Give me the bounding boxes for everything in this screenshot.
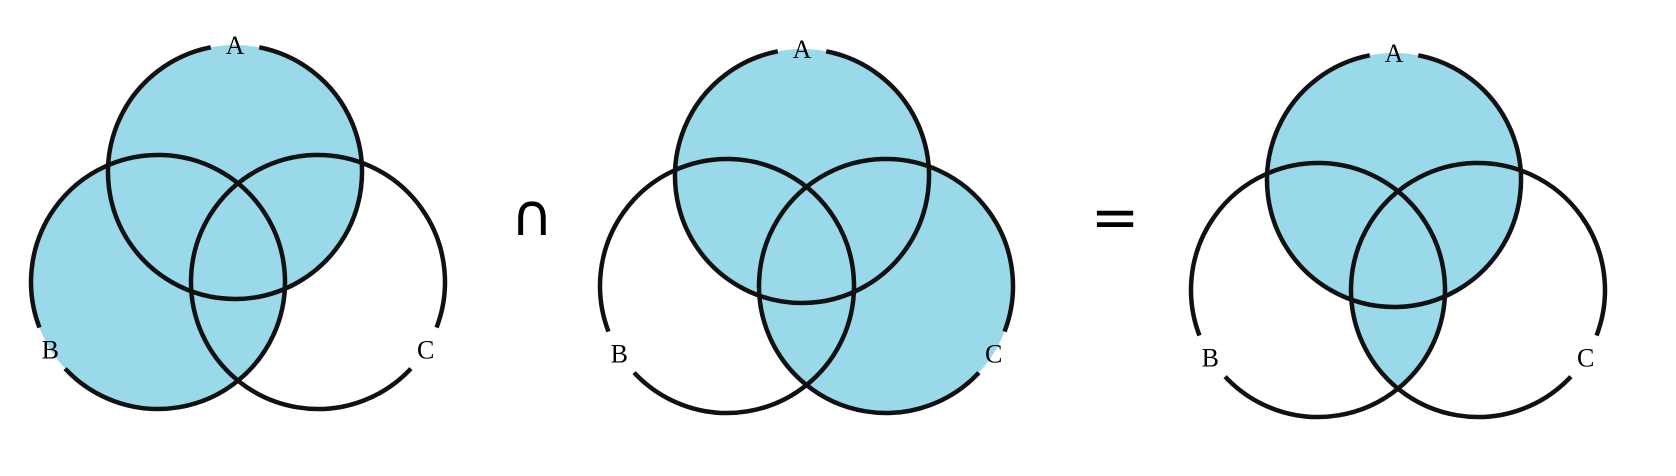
venn-diagram-middle: A B C <box>597 35 1016 416</box>
circle-outlines <box>1188 53 1608 420</box>
label-c: C <box>985 339 1002 368</box>
shaded-regions <box>1267 53 1521 417</box>
circle-a-outline <box>1264 53 1524 310</box>
equals-operator: = <box>1091 183 1140 251</box>
venn-diagram-right: A B C <box>1188 39 1608 420</box>
label-a: A <box>226 31 245 60</box>
circle-outlines <box>597 49 1016 416</box>
circle-a-outline <box>105 45 365 302</box>
shaded-regions <box>675 49 1013 413</box>
label-b: B <box>42 335 59 364</box>
circle-c-outline <box>756 156 1016 416</box>
label-a: A <box>793 35 812 64</box>
intersection-operator: ∩ <box>511 181 553 249</box>
circle-outlines <box>28 45 448 412</box>
label-c: C <box>1577 343 1594 372</box>
circle-a-outline <box>672 49 932 306</box>
shaded-regions <box>31 45 362 409</box>
label-c: C <box>417 335 434 364</box>
circle-b-outline <box>597 156 857 416</box>
circle-b-outline <box>28 152 288 412</box>
venn-diagram-left: A B C <box>28 31 448 412</box>
circle-c-outline <box>188 152 448 412</box>
circle-b-outline <box>1188 160 1448 420</box>
circle-c-outline <box>1348 160 1608 420</box>
label-a: A <box>1385 39 1404 68</box>
label-b: B <box>1202 343 1219 372</box>
label-b: B <box>611 339 628 368</box>
